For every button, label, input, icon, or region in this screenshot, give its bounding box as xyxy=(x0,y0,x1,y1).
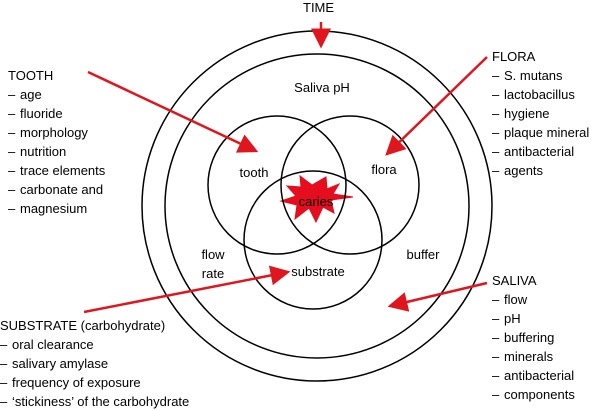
caries-star xyxy=(279,174,354,224)
caries-label: caries xyxy=(299,194,334,209)
list-item: antibacterial xyxy=(492,142,589,161)
saliva-arrow xyxy=(387,281,488,312)
saliva-ph-label: Saliva pH xyxy=(294,80,350,95)
tooth-factors-list: TOOTH age fluoride morphology nutrition … xyxy=(8,66,105,218)
list-item: minerals xyxy=(492,347,575,366)
substrate-circle xyxy=(243,170,383,310)
list-item: frequency of exposure xyxy=(0,373,189,392)
tooth-arrow xyxy=(87,70,259,153)
list-item: trace elements xyxy=(8,161,105,180)
tooth-circle xyxy=(207,115,347,255)
flora-circle xyxy=(280,115,420,255)
flow-label: flow xyxy=(201,247,225,262)
tooth-label: tooth xyxy=(240,165,269,180)
list-item: hygiene xyxy=(492,104,589,123)
list-item: age xyxy=(8,85,105,104)
list-item: carbonate and xyxy=(8,180,105,199)
middle-circle xyxy=(164,53,470,359)
list-item: nutrition xyxy=(8,142,105,161)
saliva-title: SALIVA xyxy=(492,273,537,288)
list-item: buffering xyxy=(492,328,575,347)
substrate-label: substrate xyxy=(291,264,344,279)
list-item: flow xyxy=(492,290,575,309)
saliva-factors-list: SALIVA flow pH buffering minerals antiba… xyxy=(492,271,575,404)
list-item: agents xyxy=(492,161,589,180)
substrate-arrow xyxy=(83,265,291,314)
list-item: plaque mineral xyxy=(492,123,589,142)
flora-title: FLORA xyxy=(492,49,536,64)
flora-label: flora xyxy=(371,162,397,177)
list-item: lactobacillus xyxy=(492,85,589,104)
list-item: oral clearance xyxy=(0,335,189,354)
list-item: ‘stickiness’ of the carbohydrate xyxy=(0,392,189,411)
substrate-title: SUBSTRATE (carbohydrate) xyxy=(0,318,166,333)
buffer-label: buffer xyxy=(406,247,440,262)
list-item: antibacterial xyxy=(492,366,575,385)
flora-arrow xyxy=(385,56,488,156)
list-item: salivary amylase xyxy=(0,354,189,373)
flora-factors-list: FLORA S. mutans lactobacillus hygiene pl… xyxy=(492,47,589,180)
list-item: morphology xyxy=(8,123,105,142)
list-item: S. mutans xyxy=(492,66,589,85)
list-item: components xyxy=(492,385,575,404)
rate-label: rate xyxy=(202,266,224,281)
time-label: TIME xyxy=(303,0,335,15)
substrate-factors-list: SUBSTRATE (carbohydrate) oral clearance … xyxy=(0,316,189,411)
list-item: fluoride xyxy=(8,104,105,123)
tooth-title: TOOTH xyxy=(8,68,54,83)
list-item: pH xyxy=(492,309,575,328)
list-item: magnesium xyxy=(8,199,105,218)
